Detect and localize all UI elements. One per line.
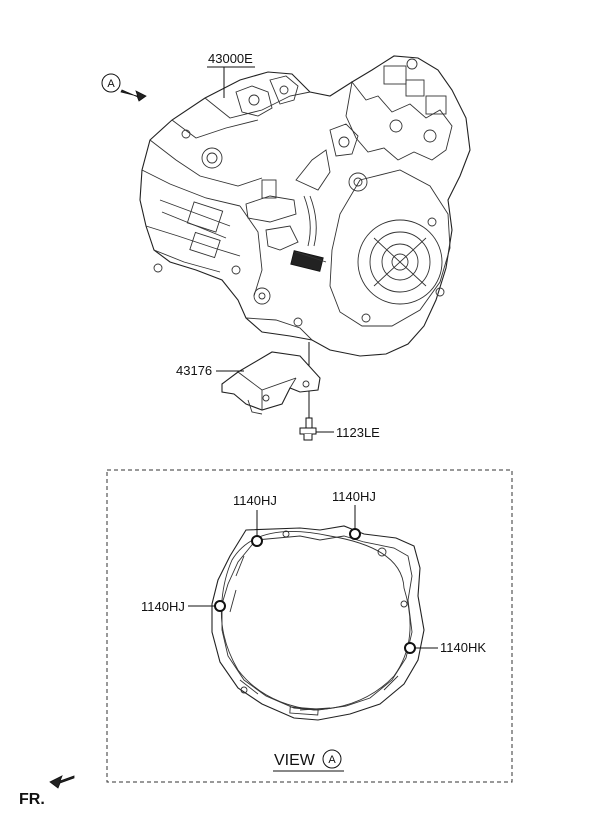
- view-a-detail-box: [106, 469, 513, 783]
- view-caption-text: VIEW: [274, 752, 316, 769]
- dowel-hj-top-right[interactable]: [349, 528, 361, 540]
- bracket-part-number: 43176: [176, 363, 212, 378]
- front-arrow-icon: [49, 775, 75, 789]
- dowel-hk-right-label: 1140HK: [440, 640, 486, 655]
- view-a-arrow-marker: A: [101, 73, 147, 102]
- dowel-hj-top-left-label: 1140HJ: [233, 493, 277, 508]
- dowel-hj-left-label: 1140HJ: [141, 599, 185, 614]
- front-direction-indicator: FR.: [19, 775, 75, 808]
- view-a-marker-letter: A: [107, 78, 115, 90]
- bell-housing-gasket-plate[interactable]: [211, 525, 425, 721]
- bolt-1123le[interactable]: [299, 417, 317, 441]
- mounting-bracket[interactable]: [221, 351, 321, 415]
- view-a-caption: VIEW A: [273, 749, 344, 772]
- dowel-hj-top-right-label: 1140HJ: [332, 489, 376, 504]
- bolt-part-number: 1123LE: [336, 425, 380, 440]
- front-indicator-text: FR.: [19, 791, 45, 808]
- dowel-hk-right[interactable]: [404, 642, 416, 654]
- transaxle-part-number: 43000E: [208, 51, 253, 66]
- transaxle-assembly[interactable]: [139, 55, 471, 357]
- view-caption-letter: A: [328, 754, 336, 766]
- dowel-hj-top-left[interactable]: [251, 535, 263, 547]
- view-direction-arrow-icon: [120, 89, 147, 102]
- dowel-hj-left[interactable]: [214, 600, 226, 612]
